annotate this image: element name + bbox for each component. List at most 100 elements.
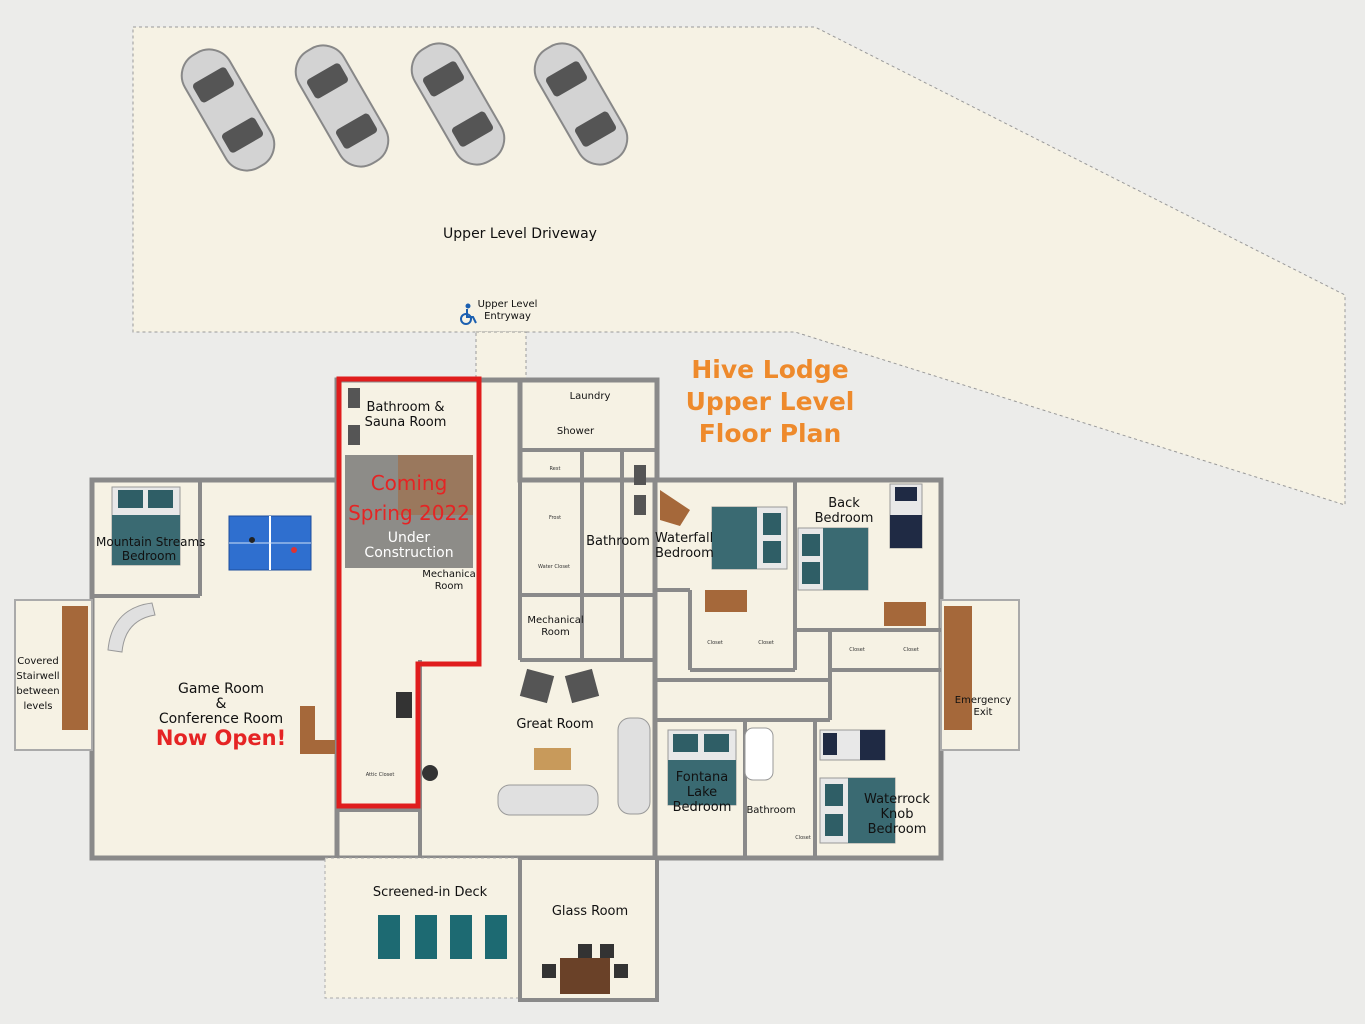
- waterfall-line1: Waterfall: [655, 531, 714, 546]
- fixture-icon: [422, 765, 438, 781]
- mountain-streams-line2: Bedroom: [121, 548, 177, 563]
- title-line2: Upper Level: [685, 387, 855, 416]
- armchair-icon: [660, 490, 690, 526]
- under-line2: Construction: [364, 544, 454, 561]
- back-bedroom-line2: Bedroom: [814, 510, 874, 526]
- bed-back-single: [889, 483, 923, 549]
- coming-spring-notice: Coming Spring 2022: [345, 468, 473, 528]
- closet-label: Closet: [903, 647, 919, 653]
- under-line1: Under: [387, 530, 431, 546]
- wheelchair-icon: [460, 303, 477, 325]
- car-icon: [294, 44, 390, 168]
- entryway-line1: Upper Level: [477, 299, 538, 310]
- fixture-icon: [396, 692, 412, 718]
- mechanical-center-line2: Room: [541, 626, 570, 638]
- game-room-line1: Game Room: [178, 681, 264, 697]
- emergency-exit-label: Emergency Exit: [950, 695, 1016, 718]
- interior-walls: [92, 380, 941, 858]
- fontana-line2: Lake: [686, 784, 718, 800]
- game-room-label: Game Room & Conference Room: [146, 682, 296, 727]
- stair-treads-right: [944, 606, 972, 730]
- bed-waterrock: [819, 777, 896, 844]
- bed-waterfall: [711, 506, 788, 570]
- mountain-streams-label: Mountain Streams Bedroom: [96, 535, 205, 564]
- plan-title: Hive Lodge Upper Level Floor Plan: [680, 354, 860, 450]
- bed-waterrock-single: [819, 729, 886, 761]
- closet-label: Closet: [758, 640, 774, 646]
- closet-label: Closet: [707, 640, 723, 646]
- waterfall-line2: Bedroom: [655, 545, 714, 561]
- sofa-icon: [497, 784, 599, 816]
- sofa-icon: [617, 717, 651, 815]
- entry-path: [475, 331, 527, 381]
- mechanical-center-line1: Mechanical: [527, 615, 584, 626]
- shower-label: Shower: [556, 426, 595, 437]
- driveway-label: Upper Level Driveway: [443, 226, 597, 242]
- curved-sofa-icon: [107, 602, 156, 653]
- great-room-label: Great Room: [516, 717, 594, 732]
- fixture-icon: [348, 425, 360, 445]
- bathroom-sauna-line1: Bathroom &: [366, 400, 445, 415]
- closet-label: Closet: [849, 647, 865, 653]
- fontana-line3: Bedroom: [672, 799, 732, 815]
- attic-closet-label: Attic Closet: [365, 772, 395, 778]
- fixture-icon: [634, 495, 646, 515]
- bed-mountain-streams: [111, 486, 181, 566]
- fontana-label: Fontana Lake Bedroom: [668, 770, 736, 816]
- covered-stairwell-line4: levels: [23, 701, 53, 712]
- stair-treads-left: [62, 606, 88, 730]
- title-line3: Floor Plan: [698, 419, 842, 448]
- under-construction-notice: Under Construction: [350, 531, 468, 560]
- fontana-line1: Fontana: [675, 770, 729, 785]
- covered-stairwell-label: Covered Stairwell between levels: [12, 654, 64, 714]
- screened-deck-label: Screened-in Deck: [372, 885, 488, 900]
- armchair-icon: [564, 668, 600, 704]
- water-closet-label: Water Closet: [538, 564, 570, 570]
- emergency-exit-line2: Exit: [973, 706, 993, 718]
- covered-stairwell-line2: Stairwell: [16, 671, 60, 682]
- bathroom-center-label: Bathroom: [586, 534, 650, 549]
- rest-closet-label: Rest: [549, 466, 561, 472]
- emergency-exit-line1: Emergency: [954, 695, 1012, 706]
- bathroom-sauna-line2: Sauna Room: [364, 414, 447, 430]
- dining-table-icon: [542, 944, 628, 994]
- waterrock-line2: Knob: [880, 806, 914, 822]
- waterrock-line3: Bedroom: [867, 821, 927, 837]
- glass-room-label: Glass Room: [551, 904, 629, 919]
- lounger-icon: [485, 915, 507, 959]
- bathroom-right-label: Bathroom: [746, 805, 796, 816]
- back-bedroom-label: Back Bedroom: [808, 496, 880, 527]
- closet-label: Closet: [795, 835, 811, 841]
- ping-pong-table-icon: [228, 515, 312, 571]
- lounger-icon: [450, 915, 472, 959]
- bed-fontana: [667, 729, 737, 806]
- now-open-notice: Now Open!: [155, 726, 287, 750]
- frost-closet-label: Frost: [548, 515, 562, 521]
- game-room-line3: Conference Room: [158, 711, 284, 727]
- lounger-icon: [415, 915, 437, 959]
- lounger-icon: [378, 915, 400, 959]
- bathroom-sauna-label: Bathroom & Sauna Room: [358, 400, 453, 431]
- entryway-line2: Entryway: [484, 310, 531, 322]
- bar-counter: [300, 706, 335, 754]
- construction-outline: [336, 376, 482, 809]
- mechanical-left-line2: Room: [434, 580, 464, 592]
- fixture-icon: [634, 465, 646, 485]
- covered-stairwell-line3: between: [16, 686, 60, 697]
- fixture-icon: [348, 388, 360, 408]
- waterrock-line1: Waterrock: [864, 792, 930, 807]
- back-bedroom-line1: Back: [828, 496, 860, 511]
- game-room-line2: &: [215, 696, 227, 712]
- mechanical-left-line1: Mechanica: [422, 569, 476, 580]
- dresser-back: [884, 602, 926, 626]
- title-line1: Hive Lodge: [691, 355, 849, 384]
- car-icon: [410, 42, 506, 166]
- dresser-waterfall: [705, 590, 747, 612]
- covered-stairwell-line1: Covered: [17, 656, 59, 667]
- entryway-label: Upper Level Entryway: [470, 299, 545, 322]
- car-icon: [533, 42, 629, 166]
- coming-line2: Spring 2022: [348, 501, 470, 525]
- coffee-table: [534, 748, 571, 770]
- armchair-icon: [519, 668, 555, 704]
